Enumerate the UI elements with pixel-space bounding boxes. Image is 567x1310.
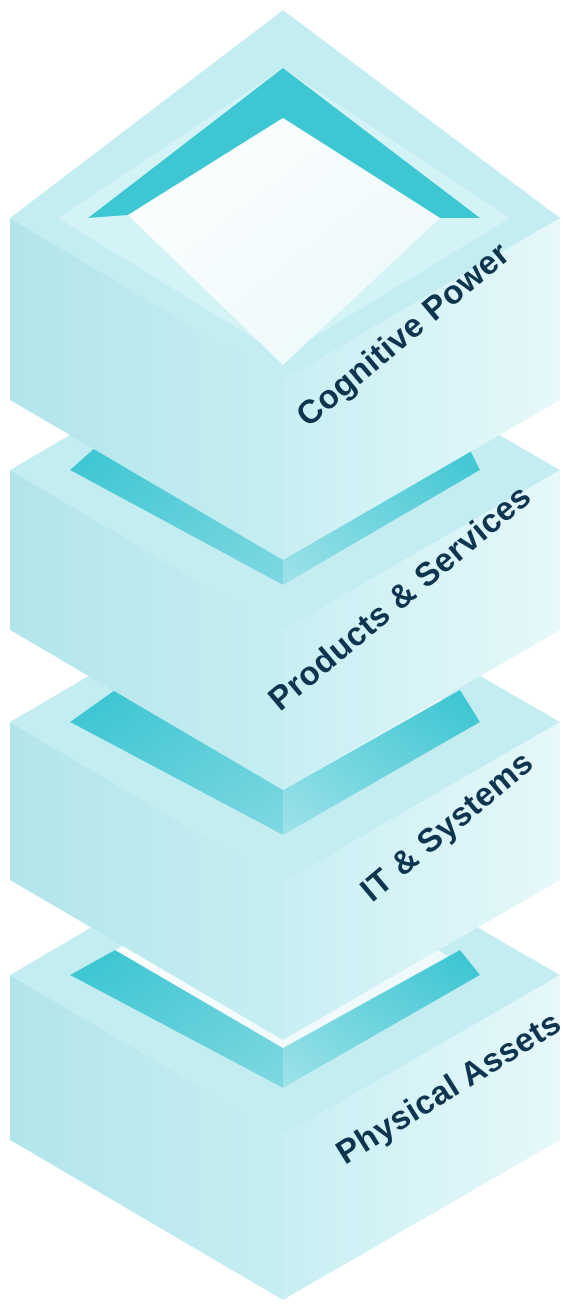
layer-2-left-face: [10, 470, 283, 790]
layer-1-right-face: [283, 218, 560, 560]
layer-1-left-face: [10, 218, 283, 560]
layer-3-right-face: [283, 722, 560, 1040]
layer-3-left-face: [10, 722, 283, 1040]
layer-1-opening-wall-left: [88, 68, 283, 218]
layer-4-left-face: [10, 975, 283, 1300]
layer-2-right-face: [283, 470, 560, 790]
layer-3-inner-wall-right: [283, 690, 480, 835]
layer-3-inner-wall-left: [70, 690, 283, 835]
layer-1-opening: [128, 118, 440, 365]
layer-2-inner-wall-left: [70, 430, 283, 585]
layer-4-right-face: [283, 975, 560, 1300]
layer-4-inner-wall-right: [283, 950, 480, 1088]
layer-cognitive-power: Cognitive Power: [10, 10, 560, 560]
layer-4-inner-wall-left: [70, 950, 283, 1088]
layer-1-opening-wall-right: [283, 68, 480, 218]
